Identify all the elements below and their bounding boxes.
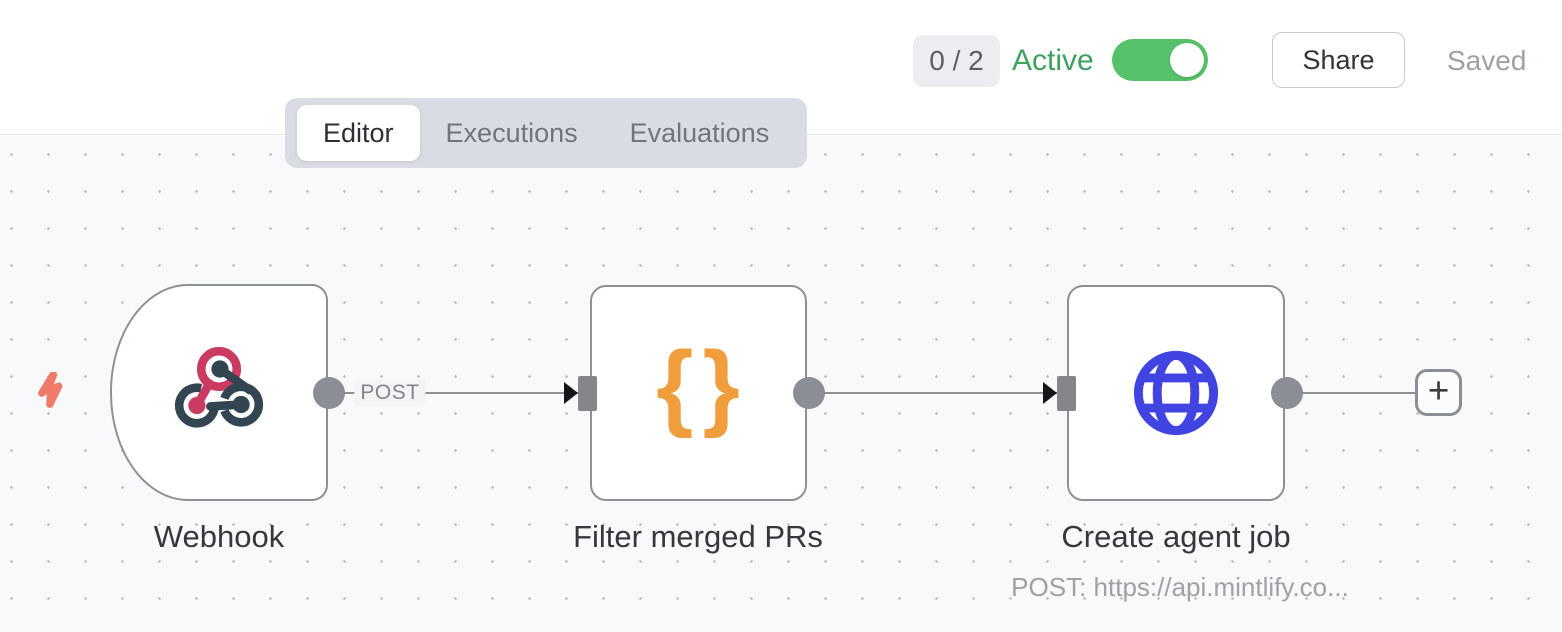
arrow-icon (564, 382, 578, 404)
workflow-canvas[interactable]: POST Webhook {} Filter merged PRs (0, 136, 1562, 632)
add-node-button[interactable]: + (1415, 369, 1462, 416)
active-label: Active (1012, 44, 1094, 77)
arrow-icon (1043, 382, 1057, 404)
node-webhook[interactable] (110, 284, 328, 501)
active-toggle[interactable] (1112, 39, 1208, 81)
node-subtitle-create: POST: https://api.mintlify.co... (1011, 572, 1349, 602)
connection-method-label: POST (354, 380, 426, 406)
output-port-create[interactable] (1271, 377, 1303, 409)
connection-filter-to-create[interactable] (809, 391, 1057, 395)
connection-create-to-add[interactable] (1287, 391, 1415, 395)
execution-counter-badge: 0 / 2 (913, 35, 1000, 87)
input-port-filter[interactable] (578, 376, 597, 411)
trigger-bolt-icon (38, 372, 63, 408)
tab-executions[interactable]: Executions (445, 117, 578, 148)
node-title-filter: Filter merged PRs (573, 519, 823, 554)
saved-status: Saved (1447, 45, 1527, 76)
node-title-create: Create agent job (1061, 519, 1291, 554)
output-port-webhook[interactable] (313, 377, 345, 409)
tab-evaluations[interactable]: Evaluations (629, 117, 770, 148)
node-create-agent-job[interactable] (1067, 285, 1285, 501)
webhook-icon (174, 346, 264, 428)
input-port-create[interactable] (1057, 376, 1076, 411)
output-port-filter[interactable] (793, 377, 825, 409)
globe-icon (1133, 350, 1219, 436)
connection-webhook-to-filter[interactable] (329, 391, 578, 395)
node-title-webhook: Webhook (153, 519, 285, 554)
view-tabbar: Editor Executions Evaluations (285, 98, 808, 168)
toggle-knob (1170, 43, 1204, 77)
tab-editor[interactable]: Editor (297, 105, 420, 161)
code-braces-icon: {} (656, 332, 749, 439)
node-filter-merged-prs[interactable]: {} (590, 285, 807, 501)
share-button[interactable]: Share (1272, 32, 1405, 88)
